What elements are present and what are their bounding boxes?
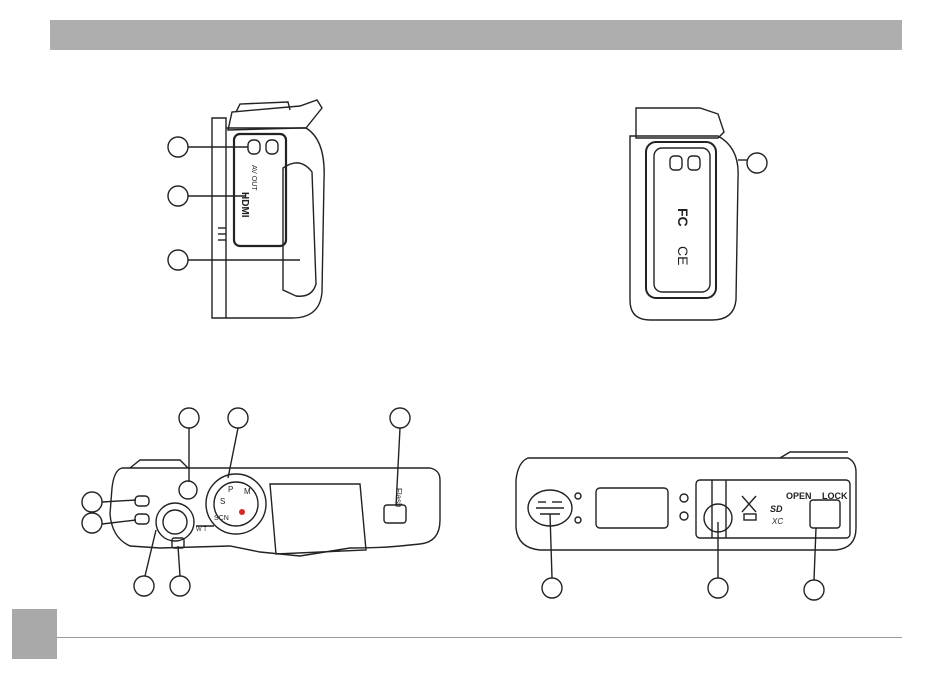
av-out-port-label: AV OUT (250, 165, 257, 191)
callout-top-1 (179, 408, 199, 428)
callout-bottom-1 (542, 578, 562, 598)
callout-top-5 (82, 513, 102, 533)
camera-top-view (110, 460, 440, 556)
callout-top-6 (134, 576, 154, 596)
callout-bottom-3 (804, 580, 824, 600)
ce-logo: CE (675, 246, 691, 265)
camera-side-view-left (212, 100, 324, 318)
dial-label-scn: SCN (214, 515, 229, 522)
sdxc-logo: XC (771, 517, 783, 526)
callout-left-3 (168, 250, 188, 270)
dial-label-s: S (220, 497, 225, 506)
fc-logo: FC (675, 208, 691, 227)
flash-slider-label: Flash (394, 488, 403, 508)
sd-logo: SD (770, 504, 783, 514)
dial-label-p: P (228, 485, 233, 494)
mode-dial-red-dot (239, 509, 245, 515)
callout-top-7 (170, 576, 190, 596)
footer-rule (57, 637, 902, 638)
callout-right-1 (747, 153, 767, 173)
callout-left-1 (168, 137, 188, 157)
zoom-lever-label: W T (196, 527, 207, 533)
callout-left-2 (168, 186, 188, 206)
card-door-lock-label: LOCK (822, 491, 848, 501)
callout-bottom-2 (708, 578, 728, 598)
callout-top-4 (82, 492, 102, 512)
callout-top-3 (390, 408, 410, 428)
camera-bottom-view (516, 452, 856, 550)
card-door-open-label: OPEN (786, 491, 812, 501)
page-number-tab (12, 609, 57, 659)
dial-label-m: M (244, 487, 251, 496)
callout-top-2 (228, 408, 248, 428)
